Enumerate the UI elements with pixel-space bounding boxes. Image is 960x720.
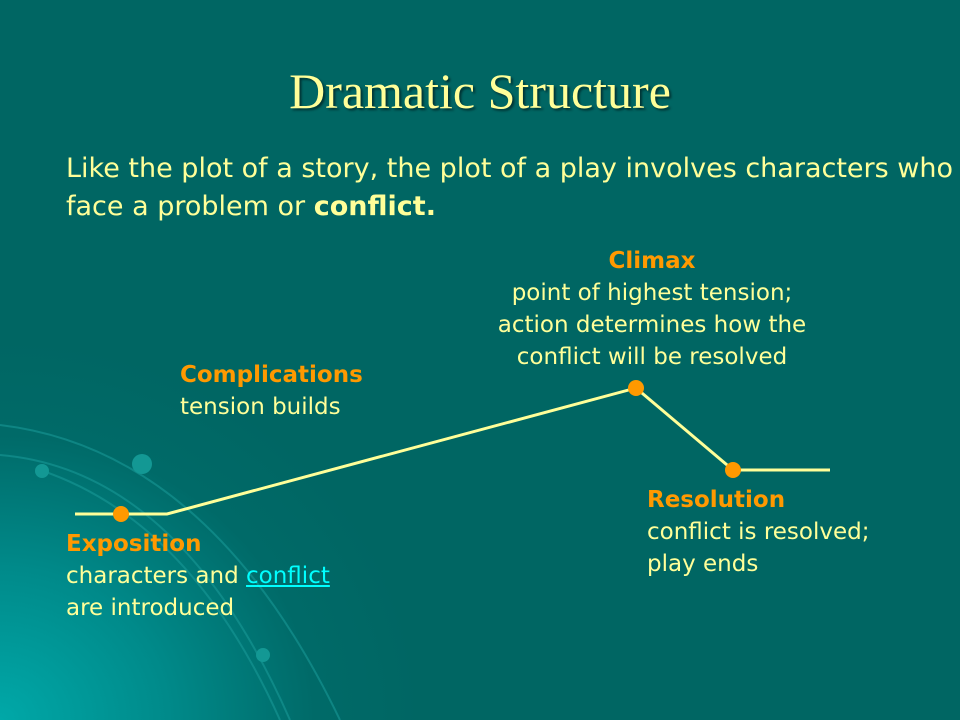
decorative-bead <box>35 464 49 478</box>
slide-title: Dramatic Structure <box>289 63 671 119</box>
complications-heading: Complications <box>180 362 363 388</box>
exposition-text: characters and <box>66 563 247 589</box>
conflict-link[interactable]: conflict <box>246 563 330 589</box>
resolution-label: Resolution conflict is resolved; play en… <box>647 484 870 580</box>
climax-text-3: conflict will be resolved <box>516 344 788 370</box>
complications-text: tension builds <box>180 394 341 420</box>
decorative-bead <box>132 454 152 474</box>
climax-label: Climax point of highest tension; action … <box>452 245 852 373</box>
resolution-heading: Resolution <box>647 487 786 513</box>
complications-label: Complications tension builds <box>180 359 363 423</box>
resolution-point <box>725 462 741 478</box>
intro-body: Like the plot of a story, the plot of a … <box>66 153 953 222</box>
exposition-label: Exposition characters and conflict are i… <box>66 528 330 624</box>
climax-text-1: point of highest tension; <box>511 280 793 306</box>
climax-heading: Climax <box>608 248 696 274</box>
resolution-text-2: play ends <box>647 551 759 577</box>
exposition-text-2: are introduced <box>66 595 235 621</box>
decorative-bead <box>256 648 270 662</box>
resolution-text-1: conflict is resolved; <box>647 519 870 545</box>
climax-point <box>628 380 644 396</box>
intro-bold: conflict. <box>313 191 436 222</box>
exposition-heading: Exposition <box>66 531 202 557</box>
exposition-point <box>113 506 129 522</box>
intro-text: Like the plot of a story, the plot of a … <box>66 150 960 226</box>
climax-text-2: action determines how the <box>497 312 807 338</box>
